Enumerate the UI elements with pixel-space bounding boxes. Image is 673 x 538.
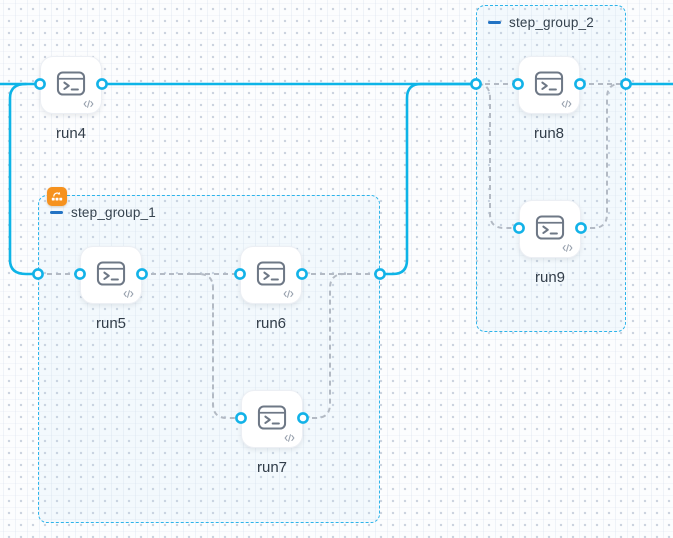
group-label: step_group_1 [71,205,156,220]
connection-port[interactable] [297,412,309,424]
step-node-card[interactable] [80,246,142,304]
connection-port[interactable] [235,412,247,424]
terminal-icon [256,261,286,286]
code-icon [562,244,573,252]
connection-port[interactable] [512,78,524,90]
code-icon [284,434,295,442]
connection-port[interactable] [234,268,246,280]
group-label: step_group_2 [509,15,594,30]
connection-port[interactable] [136,268,148,280]
connection-port[interactable] [470,78,482,90]
step-node-label: run6 [255,315,287,332]
connection-port[interactable] [513,222,525,234]
step-node-run8: run8 [518,56,580,142]
code-icon [83,100,94,108]
step-node-label: run7 [256,459,288,476]
connection-port[interactable] [374,268,386,280]
connection-port[interactable] [34,78,46,90]
terminal-icon [535,215,565,240]
step-node-card[interactable] [241,390,303,448]
terminal-icon [56,71,86,96]
connection-port[interactable] [32,268,44,280]
connection-port[interactable] [296,268,308,280]
connection-port[interactable] [96,78,108,90]
connection-port[interactable] [574,78,586,90]
code-icon [123,290,134,298]
group-step_group_1[interactable]: step_group_1 [38,187,380,523]
connection-port[interactable] [620,78,632,90]
collapse-minus-icon[interactable] [50,211,63,214]
step-node-run9: run9 [519,200,581,286]
step-node-label: run4 [55,125,87,142]
group-header: step_group_2 [488,15,594,30]
terminal-icon [534,71,564,96]
terminal-icon [96,261,126,286]
step-node-card[interactable] [240,246,302,304]
matrix-loop-badge-icon[interactable] [47,187,67,206]
step-node-card[interactable] [519,200,581,258]
group-header: step_group_1 [50,205,156,220]
step-node-label: run5 [95,315,127,332]
step-node-label: run9 [534,269,566,286]
step-node-run6: run6 [240,246,302,332]
collapse-minus-icon[interactable] [488,21,501,24]
connection-port[interactable] [74,268,86,280]
step-node-run4: run4 [40,56,102,142]
step-node-card[interactable] [40,56,102,114]
terminal-icon [257,405,287,430]
step-node-run5: run5 [80,246,142,332]
code-icon [561,100,572,108]
step-node-label: run8 [533,125,565,142]
connection-port[interactable] [575,222,587,234]
step-node-run7: run7 [241,390,303,476]
code-icon [283,290,294,298]
step-node-card[interactable] [518,56,580,114]
